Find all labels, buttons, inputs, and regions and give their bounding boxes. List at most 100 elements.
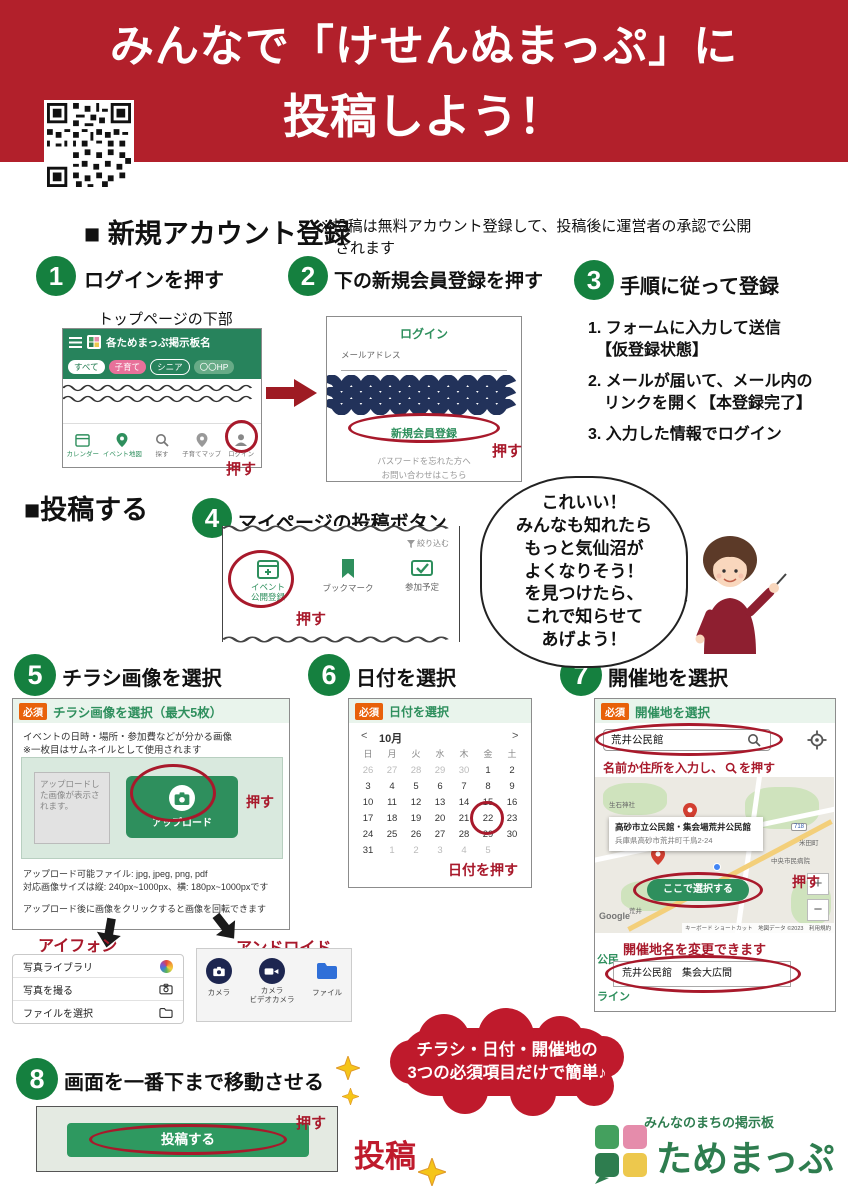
- android-camera[interactable]: カメラ: [205, 958, 232, 998]
- filter-chip-all[interactable]: すべて: [68, 360, 105, 374]
- page-title-line1: みんなで「けせんぬまっぷ」に: [109, 22, 739, 71]
- calendar-day[interactable]: 21: [458, 813, 470, 824]
- calendar-day[interactable]: 28: [410, 765, 422, 776]
- calendar-day[interactable]: 4: [461, 845, 467, 856]
- calendar-day[interactable]: 20: [434, 813, 446, 824]
- sparkle-icon: [342, 1088, 359, 1105]
- step3-label: 手順に従って登録: [620, 276, 779, 298]
- venue-name-input[interactable]: 荒井公民館 集会大広間: [613, 961, 791, 987]
- ios-take-photo[interactable]: 写真を撮る: [13, 978, 183, 1001]
- contact-link[interactable]: お問い合わせはこちら: [381, 470, 467, 480]
- calendar-day[interactable]: 5: [485, 845, 491, 856]
- screenshot-mypage: 絞り込む イベント 公開登録 ブックマーク 参加予定: [222, 524, 460, 644]
- android-video-camera[interactable]: カメラ ビデオカメラ: [249, 958, 294, 1004]
- calendar-day[interactable]: 6: [437, 781, 443, 792]
- calendar-plus-icon: [257, 560, 279, 579]
- logo-tagline: みんなのまちの掲示板: [644, 1115, 775, 1130]
- title-banner: みんなで「けせんぬまっぷ」に 投稿しよう！: [0, 0, 848, 162]
- calendar-day[interactable]: 29: [434, 765, 446, 776]
- android-files[interactable]: ファイル: [312, 958, 342, 998]
- nav-calendar[interactable]: カレンダー: [63, 433, 103, 458]
- calendar-day[interactable]: 18: [386, 813, 398, 824]
- calendar-day[interactable]: 5: [413, 781, 419, 792]
- filter-chip-senior[interactable]: シニア: [150, 359, 190, 375]
- calendar-day[interactable]: 19: [410, 813, 422, 824]
- register-note: ※投稿は無料アカウント登録して、投稿後に運営者の承認で公開 されます: [320, 218, 752, 257]
- calendar-day[interactable]: 17: [362, 813, 374, 824]
- calendar-day[interactable]: 31: [362, 845, 374, 856]
- calendar-day[interactable]: 3: [365, 781, 371, 792]
- calendar-day[interactable]: 28: [458, 829, 470, 840]
- camera-icon: [169, 785, 195, 811]
- calendar-prev-button[interactable]: <: [361, 730, 368, 742]
- speech-bubble-text: これいい！ みんなも知れたら もっと気仙沼が よくなりそう！ を見つけたら、 こ…: [516, 492, 652, 650]
- calendar-day[interactable]: 24: [362, 829, 374, 840]
- calendar-day[interactable]: 25: [386, 829, 398, 840]
- nav-event-map[interactable]: イベント地図: [103, 433, 143, 458]
- select-here-button[interactable]: ここで選択する: [647, 879, 749, 901]
- post-button-event[interactable]: イベント 公開登録: [237, 558, 299, 602]
- calendar-day[interactable]: [500, 843, 524, 859]
- sparkle-icon: [336, 1056, 360, 1080]
- post-button-bookmark[interactable]: ブックマーク: [317, 558, 379, 594]
- venue-search-input[interactable]: 荒井公民館: [603, 729, 771, 751]
- locate-icon[interactable]: [807, 730, 827, 750]
- nav-search[interactable]: 探す: [142, 433, 182, 458]
- press-annotation: 押す: [226, 461, 257, 478]
- calendar-day[interactable]: 30: [506, 829, 518, 840]
- map-pin-icon: [196, 433, 208, 447]
- map-pin-icon[interactable]: [651, 847, 665, 865]
- nav-kosodate-map[interactable]: 子育てマップ: [182, 433, 222, 458]
- filter-link[interactable]: 絞り込む: [407, 538, 449, 549]
- post-button-attend[interactable]: 参加予定: [391, 558, 453, 593]
- forgot-password-link[interactable]: パスワードを忘れた方へ: [377, 456, 471, 466]
- calendar-day[interactable]: 2: [509, 765, 515, 776]
- search-icon[interactable]: [747, 733, 761, 747]
- register-link[interactable]: 新規会員登録: [391, 428, 457, 440]
- nav-login[interactable]: ログイン: [221, 433, 261, 458]
- map-info-window: 高砂市立公民館・集会場荒井公民館 兵庫県高砂市荒井町千鳥2-24: [609, 817, 763, 851]
- press-annotation: 押す: [792, 874, 820, 890]
- email-field[interactable]: [341, 359, 507, 371]
- calendar-day[interactable]: 8: [485, 781, 491, 792]
- calendar-day[interactable]: 1: [485, 765, 491, 776]
- calendar-day[interactable]: 12: [410, 797, 422, 808]
- calendar-day[interactable]: 7: [461, 781, 467, 792]
- calendar-day[interactable]: 14: [458, 797, 470, 808]
- calendar-day-selected[interactable]: 22: [482, 813, 494, 824]
- calendar-day[interactable]: 11: [387, 797, 397, 808]
- filter-chip-kosodate[interactable]: 子育て: [108, 360, 147, 374]
- zoom-out-button[interactable]: −: [807, 899, 829, 921]
- calendar-day[interactable]: 4: [389, 781, 395, 792]
- calendar-day[interactable]: 9: [509, 781, 515, 792]
- upload-button[interactable]: アップロード: [126, 776, 238, 838]
- filter-chip-hp[interactable]: 〇〇HP: [193, 360, 235, 374]
- zoom-in-button[interactable]: +: [807, 873, 829, 895]
- calendar-day[interactable]: 27: [386, 765, 398, 776]
- ios-choose-file[interactable]: ファイルを選択: [13, 1001, 183, 1023]
- calendar-day[interactable]: 23: [506, 813, 518, 824]
- calendar-next-button[interactable]: >: [512, 730, 519, 742]
- info-address: 兵庫県高砂市荒井町千鳥2-24: [615, 835, 713, 845]
- menu-icon[interactable]: [69, 336, 82, 348]
- calendar-day[interactable]: 27: [434, 829, 446, 840]
- calendar-day[interactable]: 29: [482, 829, 494, 840]
- calendar-day[interactable]: 10: [362, 797, 374, 808]
- calendar-day[interactable]: 26: [362, 765, 374, 776]
- map-label: 中央市民病院: [771, 858, 810, 865]
- ios-photo-library[interactable]: 写真ライブラリ: [13, 955, 183, 978]
- calendar-day[interactable]: 3: [437, 845, 443, 856]
- map-pin-icon[interactable]: [683, 803, 697, 821]
- calendar-day[interactable]: 16: [506, 797, 518, 808]
- map-area[interactable]: 生石神社 米田町 中央市民病院 荒井 718 高砂市立公民館・集会場荒井公民館 …: [595, 777, 834, 933]
- calendar-day[interactable]: 30: [458, 765, 470, 776]
- calendar-day[interactable]: 2: [413, 845, 419, 856]
- calendar-day[interactable]: 13: [434, 797, 446, 808]
- submit-button[interactable]: 投稿する: [67, 1123, 309, 1157]
- arrow-right-icon: [266, 379, 317, 407]
- calendar-day[interactable]: 26: [410, 829, 422, 840]
- calendar-day[interactable]: 15: [482, 797, 494, 808]
- calendar-day[interactable]: 1: [389, 845, 395, 856]
